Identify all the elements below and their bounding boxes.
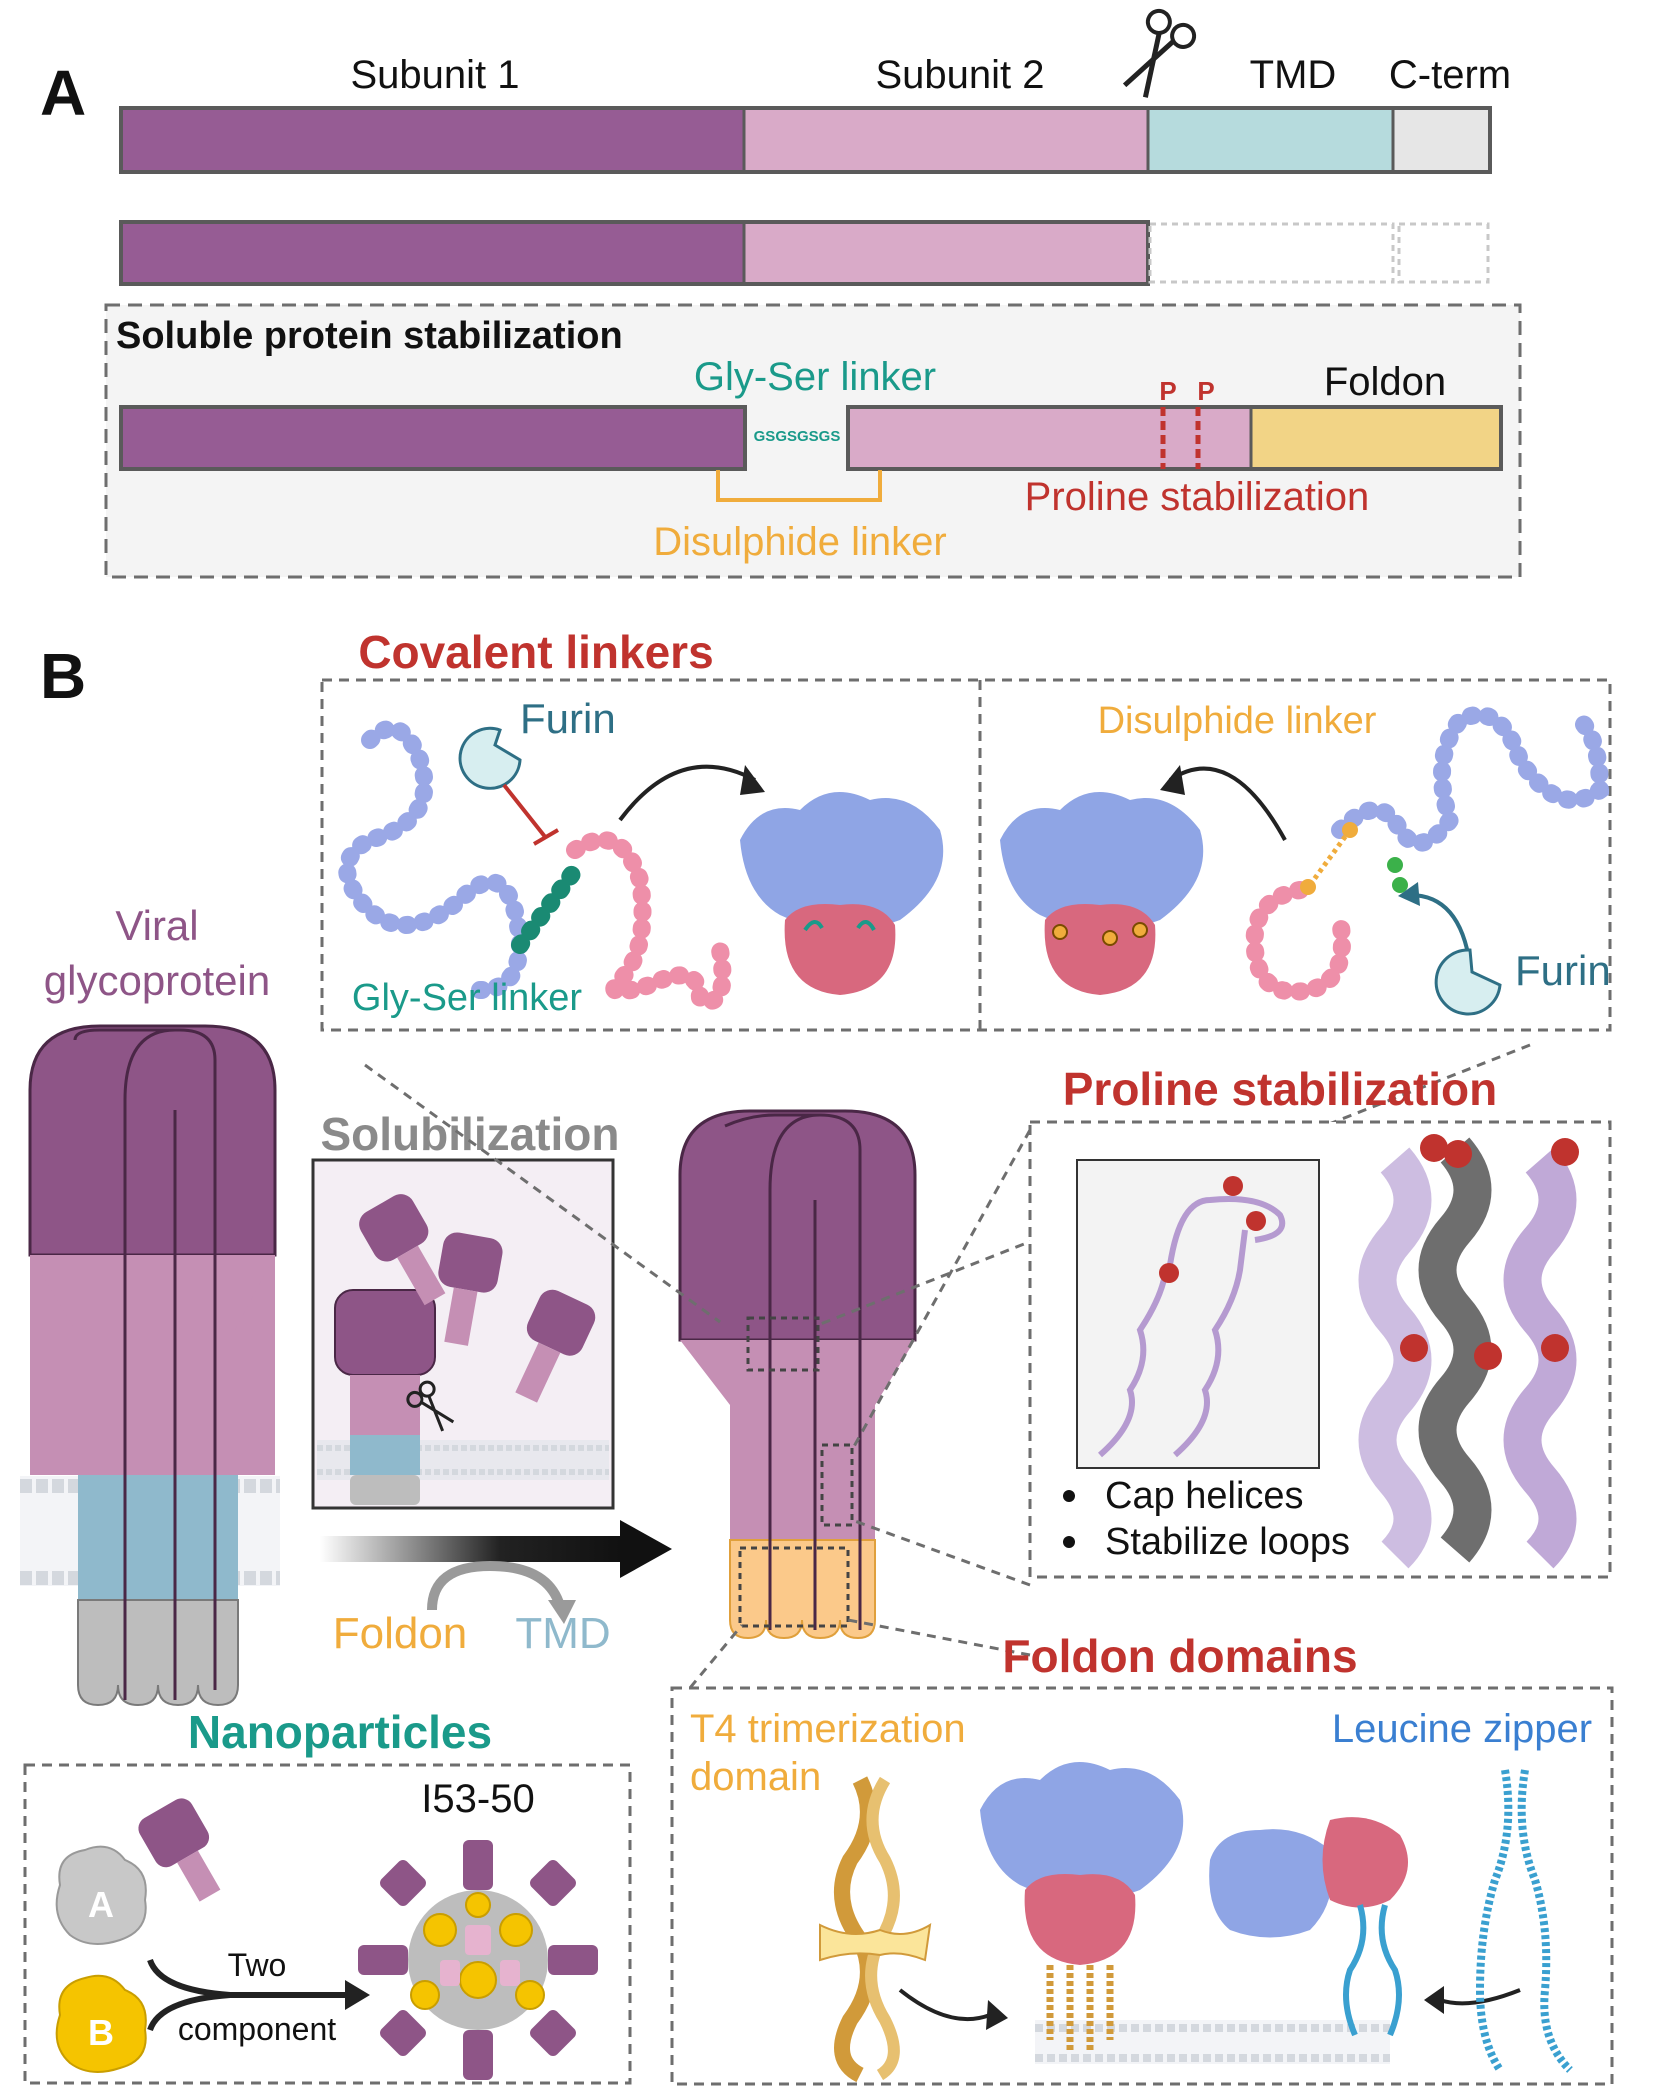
- covalent-right-illustration: [1000, 706, 1610, 1016]
- panel-b-letter: B: [40, 640, 86, 712]
- exchange-arrow: [427, 1560, 565, 1611]
- stabilized-bar: [119, 405, 1503, 471]
- truncated-bar: [119, 220, 1490, 286]
- component-a-label: A: [88, 1884, 114, 1925]
- scissors-icon: [1122, 8, 1197, 98]
- soluble-box-title: Soluble protein stabilization: [116, 315, 623, 357]
- t4-label-line2: domain: [690, 1755, 821, 1799]
- furin-right-label: Furin: [1515, 947, 1611, 994]
- disulphide-bracket: [716, 470, 882, 502]
- cterm-label: C-term: [1389, 53, 1511, 97]
- nano-title: Nanoparticles: [188, 1706, 492, 1758]
- subunit2-label: Subunit 2: [875, 53, 1044, 97]
- stabilized-glycoprotein: [678, 1109, 917, 1640]
- nano-name: I53-50: [421, 1777, 534, 1821]
- covalent-box: [320, 678, 1612, 1032]
- arrow-tmd-label: TMD: [515, 1609, 610, 1658]
- viral-label-line2: glycoprotein: [44, 957, 270, 1004]
- covalent-title: Covalent linkers: [358, 626, 713, 678]
- foldon-title: Foldon domains: [1002, 1630, 1357, 1682]
- subunit1-label: Subunit 1: [350, 53, 519, 97]
- nanoparticle-i53-50: [358, 1840, 598, 2080]
- nano-arrow-line2: component: [178, 2011, 336, 2047]
- furin-left-label: Furin: [520, 695, 616, 742]
- proline-bullet-2: Stabilize loops: [1105, 1521, 1350, 1563]
- leucine-label: Leucine zipper: [1332, 1707, 1592, 1751]
- foldon-illustration: [819, 1762, 1573, 2083]
- bullet-dot: [1063, 1536, 1075, 1548]
- bullet-dot: [1063, 1490, 1075, 1502]
- t4-label-line1: T4 trimerization: [690, 1707, 966, 1751]
- covalent-gs-label: Gly-Ser linker: [352, 977, 582, 1019]
- foldon-label-a: Foldon: [1324, 360, 1446, 404]
- gs-sequence: GSGSGSGS: [754, 428, 841, 445]
- disulphide-label-a: Disulphide linker: [653, 520, 946, 564]
- proline-inset-helices: [1098, 1176, 1286, 1458]
- nano-components: [55, 1798, 370, 2073]
- gs-linker-label: Gly-Ser linker: [694, 355, 936, 399]
- panel-a-letter: A: [40, 57, 86, 129]
- component-b-label: B: [88, 2012, 114, 2053]
- full-length-bar: [119, 106, 1492, 174]
- proline-stabilization-label-a: Proline stabilization: [1025, 475, 1370, 519]
- solubilization-arrow: [320, 1520, 672, 1578]
- covalent-left-illustration: [338, 719, 944, 1011]
- viral-label-line1: Viral: [115, 902, 198, 949]
- covalent-disulphide-label: Disulphide linker: [1098, 700, 1377, 742]
- proline-helix-bundle: [1358, 1134, 1579, 1569]
- arrow-foldon-label: Foldon: [333, 1609, 468, 1658]
- proline-title: Proline stabilization: [1063, 1063, 1498, 1115]
- proline-bullet-1: Cap helices: [1105, 1475, 1304, 1517]
- viral-glycoprotein: [28, 1024, 277, 1707]
- solubilization-illustration: [317, 1194, 609, 1505]
- solubilization-title: Solubilization: [321, 1108, 620, 1160]
- proline-mark-2: P: [1197, 376, 1214, 406]
- scissors-icon: [406, 1380, 455, 1432]
- nano-arrow-line1: Two: [228, 1947, 287, 1983]
- tmd-label: TMD: [1250, 53, 1337, 97]
- proline-mark-1: P: [1159, 376, 1176, 406]
